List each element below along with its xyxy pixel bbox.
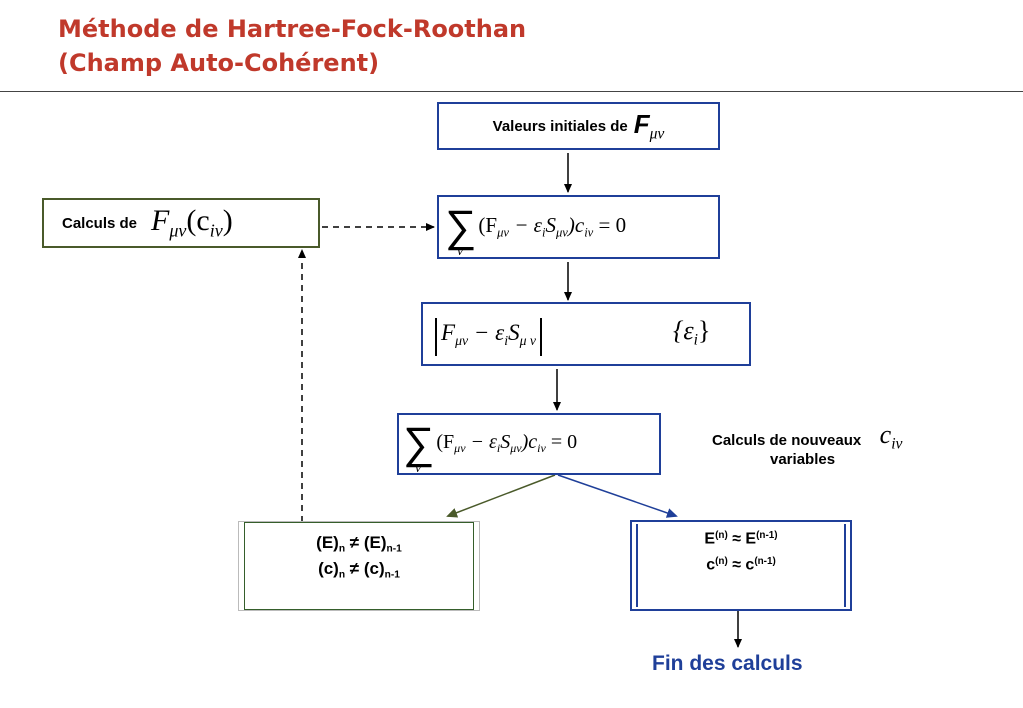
sum-symbol-1: ∑ν <box>445 202 477 260</box>
end-of-calculation-label: Fin des calculs <box>652 652 803 675</box>
secular-equation-box-2: ∑ν (Fμν − εiSμν)ciν = 0 <box>397 413 661 477</box>
arrow-eq2-to-converged <box>557 474 678 518</box>
converged-inner: E(n) ≈ E(n-1) c(n) ≈ c(n-1) <box>636 524 846 607</box>
determinant-expression: Fμν − εiSμ ν <box>435 318 543 356</box>
energy-not-converged: (E)n ≠ (E)n-1 <box>316 533 402 555</box>
calc-f-label: Calculs de <box>62 214 138 232</box>
sum-symbol-2: ∑ν <box>403 419 435 477</box>
coefficients-not-converged: (c)n ≠ (c)n-1 <box>318 559 400 581</box>
determinant-box: Fμν − εiSμ ν {εi} <box>421 302 751 366</box>
new-coefficients-label: Calculs de nouveaux <box>712 432 862 449</box>
slide-title: Méthode de Hartree-Fock-Roothan (Champ A… <box>58 12 526 80</box>
title-line-2: (Champ Auto-Cohérent) <box>58 49 380 77</box>
new-coefficients-symbol: ciν <box>879 420 903 453</box>
secular-equation-2: (Fμν − εiSμν)ciν = 0 <box>436 431 578 456</box>
energy-converged: E(n) ≈ E(n-1) <box>704 530 778 548</box>
initial-f-symbol: Fμν <box>633 108 665 143</box>
title-line-1: Méthode de Hartree-Fock-Roothan <box>58 15 527 43</box>
initial-values-box: Valeurs initiales de Fμν <box>437 102 720 150</box>
calc-f-expression: Fμν(ciν) <box>151 204 233 241</box>
coefficients-converged: c(n) ≈ c(n-1) <box>706 556 776 574</box>
calc-f-box: Calculs de Fμν(ciν) <box>42 198 320 248</box>
not-converged-inner: (E)n ≠ (E)n-1 (c)n ≠ (c)n-1 <box>244 522 474 610</box>
not-converged-box: (E)n ≠ (E)n-1 (c)n ≠ (c)n-1 <box>238 521 480 611</box>
secular-equation-box-1: ∑ν (Fμν − εiSμν)ciν = 0 <box>437 195 720 259</box>
secular-equation-1: (Fμν − εiSμν)ciν = 0 <box>478 213 627 240</box>
title-divider <box>0 91 1023 92</box>
initial-values-label: Valeurs initiales de <box>492 117 628 135</box>
eigenvalues-set: {εi} <box>673 316 711 349</box>
new-coefficients-note: Calculs de nouveaux ciν variables <box>712 420 982 469</box>
new-coefficients-label-2: variables <box>770 451 836 469</box>
converged-box: E(n) ≈ E(n-1) c(n) ≈ c(n-1) <box>630 520 852 611</box>
arrow-eq2-to-not-converged <box>446 474 556 518</box>
